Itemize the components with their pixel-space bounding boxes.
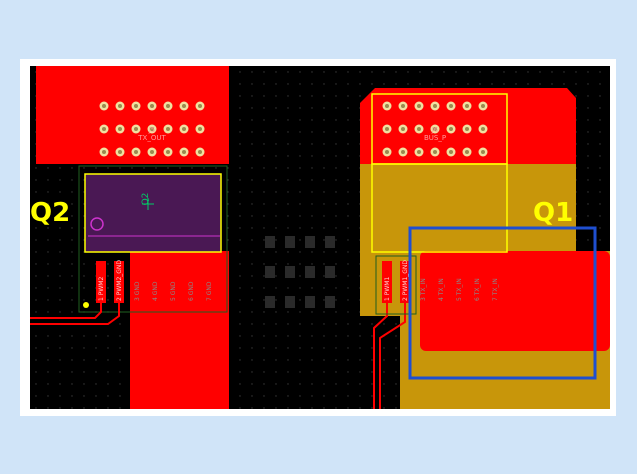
header-hole-drill — [417, 127, 421, 131]
q2-connector-net: TX_OUT — [137, 134, 166, 142]
pin-label: 6 TX_IN — [474, 278, 481, 301]
pin-label: 3 TX_IN — [420, 278, 427, 301]
header-hole-drill — [433, 150, 437, 154]
header-hole-drill — [481, 127, 485, 131]
pwm2-gnd-trace[interactable] — [30, 303, 120, 325]
q1-pin2-pad[interactable] — [400, 261, 410, 303]
q2-header-holes — [99, 101, 205, 157]
header-hole-drill — [166, 104, 170, 108]
header-hole-drill — [481, 150, 485, 154]
q1-connector-net: BUS_P — [424, 134, 446, 142]
background-vias — [265, 236, 335, 308]
pin-label: 5 TX_IN — [456, 278, 463, 301]
header-hole-drill — [134, 104, 138, 108]
q1-footprint[interactable]: J6 BUS_P 1 PWM1 2 PWM1_GND 3 TX_IN 4 TX_IN 5… — [360, 88, 610, 409]
pin1-marker-icon — [90, 217, 104, 231]
header-hole-drill — [481, 104, 485, 108]
header-hole-drill — [465, 150, 469, 154]
header-hole-drill — [166, 150, 170, 154]
pwm1-trace[interactable] — [373, 303, 388, 409]
header-hole-drill — [417, 150, 421, 154]
q2-pin2-pad[interactable] — [114, 261, 124, 303]
q2-body — [84, 173, 222, 253]
q2-pin-labels: 1 PWM2 2 PWM2_GND 3 GND 4 GND 5 GND 6 GND 7 GN… — [98, 260, 213, 301]
q1-tx-copper — [420, 251, 610, 351]
header-hole-drill — [118, 104, 122, 108]
header-hole-drill — [449, 150, 453, 154]
q2-designator[interactable]: Q2 — [30, 198, 70, 228]
header-hole-drill — [385, 127, 389, 131]
header-hole-drill — [465, 104, 469, 108]
q2-footprint[interactable]: Q2 J5 TX_OUT 1 PWM2 2 PWM2_GND 3 GND 4 GND 5… — [30, 66, 229, 409]
pin-label: 2 PWM2_GND — [116, 260, 123, 301]
pin-label: 1 PWM2 — [98, 277, 105, 301]
pin-label: 1 PWM1 — [384, 277, 391, 301]
header-hole-drill — [198, 150, 202, 154]
header-hole-drill — [102, 104, 106, 108]
viewport-frame: Q2 J5 TX_OUT 1 PWM2 2 PWM2_GND 3 GND 4 GND 5… — [20, 59, 616, 416]
q1-designator[interactable]: Q1 — [533, 198, 573, 228]
header-hole-drill — [102, 127, 106, 131]
q2-connector-ref: J5 — [148, 126, 156, 134]
selection-box[interactable] — [408, 226, 597, 380]
q1-connector-ref: J6 — [431, 126, 439, 134]
pin-label: 7 TX_IN — [492, 278, 499, 301]
header-hole-drill — [465, 127, 469, 131]
q1-pin-labels: 1 PWM1 2 PWM1_GND 3 TX_IN 4 TX_IN 5 TX_IN 6 T… — [384, 260, 499, 301]
header-hole-drill — [182, 150, 186, 154]
q2-connector-copper — [36, 66, 229, 164]
pcb-canvas[interactable]: Q2 J5 TX_OUT 1 PWM2 2 PWM2_GND 3 GND 4 GND 5… — [30, 66, 610, 409]
header-hole-drill — [118, 127, 122, 131]
pwm2-trace[interactable] — [30, 303, 102, 319]
header-hole-drill — [385, 150, 389, 154]
header-hole-drill — [433, 127, 437, 131]
q1-header-holes — [382, 101, 488, 157]
q1-pin1-pad[interactable] — [382, 261, 392, 303]
header-hole-drill — [449, 127, 453, 131]
q2-pin1-pad[interactable] — [96, 261, 106, 303]
header-hole-drill — [150, 104, 154, 108]
q2-gnd-copper — [130, 251, 229, 409]
pwm1-gnd-trace[interactable] — [379, 303, 406, 409]
header-hole-drill — [401, 104, 405, 108]
header-hole-drill — [182, 127, 186, 131]
header-hole-drill — [385, 104, 389, 108]
pcb-drawing[interactable]: Q2 J5 TX_OUT 1 PWM2 2 PWM2_GND 3 GND 4 GND 5… — [30, 66, 610, 409]
header-hole-drill — [401, 127, 405, 131]
header-hole-drill — [401, 150, 405, 154]
pin-label: 3 GND — [134, 281, 141, 301]
pin-label: 2 PWM1_GND — [402, 260, 409, 301]
pin-label: 5 GND — [170, 281, 177, 301]
header-hole-drill — [150, 150, 154, 154]
header-hole-drill — [134, 150, 138, 154]
header-hole-drill — [118, 150, 122, 154]
header-hole-drill — [182, 104, 186, 108]
pin-label: 4 TX_IN — [438, 278, 445, 301]
header-hole-drill — [449, 104, 453, 108]
header-hole-drill — [198, 127, 202, 131]
pin-label: 6 GND — [188, 281, 195, 301]
header-hole-drill — [102, 150, 106, 154]
pin-label: 4 GND — [152, 281, 159, 301]
header-hole-drill — [198, 104, 202, 108]
header-hole-drill — [417, 104, 421, 108]
header-hole-drill — [134, 127, 138, 131]
header-hole-drill — [150, 127, 154, 131]
q2-body-label: Q2 — [141, 193, 151, 206]
header-hole-drill — [166, 127, 170, 131]
header-hole-drill — [433, 104, 437, 108]
q1-body-outline — [371, 163, 508, 253]
origin-marker-icon — [83, 302, 89, 308]
pin-label: 7 GND — [206, 281, 213, 301]
